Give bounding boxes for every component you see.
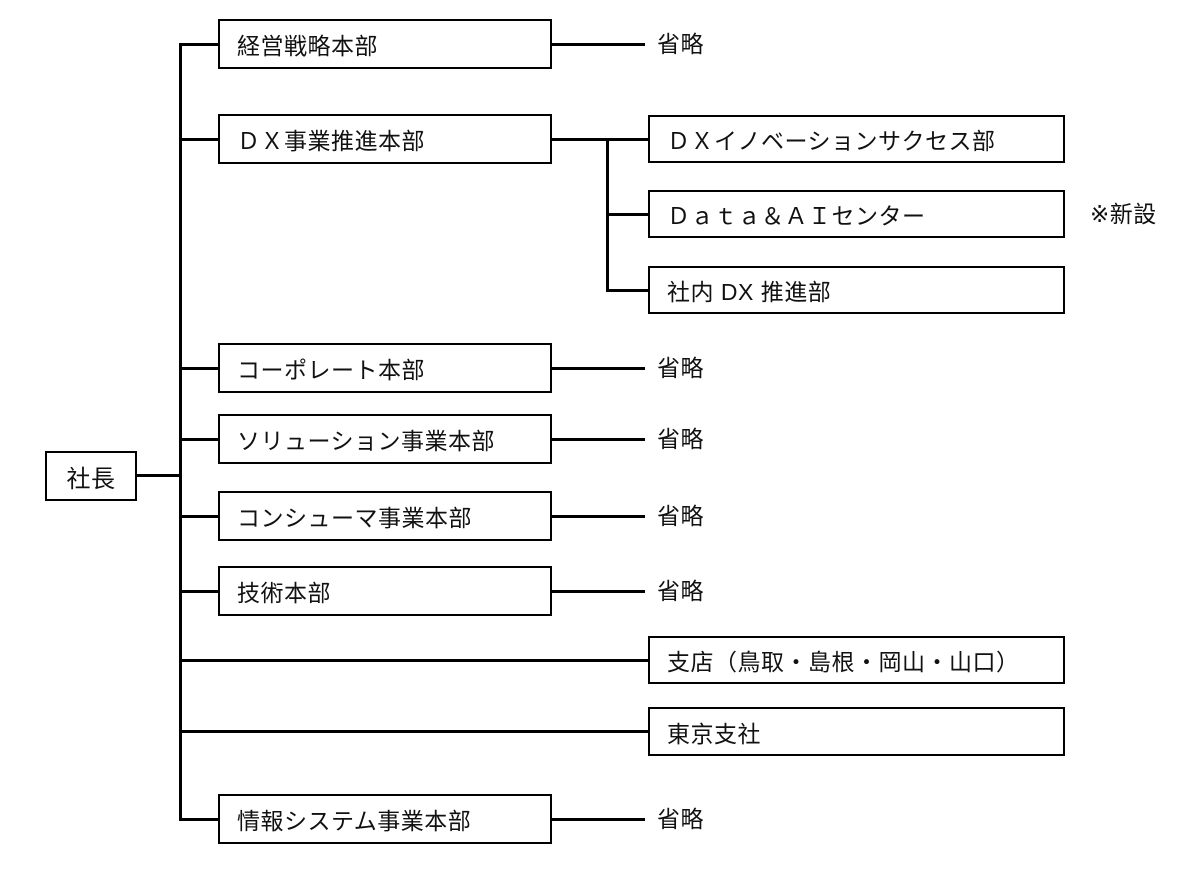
omitted-label-corporate: 省略 bbox=[657, 355, 704, 381]
node-management-strategy-division: 経営戦略本部 bbox=[218, 19, 552, 69]
node-info-systems-division: 情報システム事業本部 bbox=[218, 794, 552, 844]
connector-technology-omitted bbox=[552, 590, 645, 593]
connector-trunk-to-tokyo bbox=[179, 730, 648, 733]
connector-corporate-omitted bbox=[552, 367, 645, 370]
connector-president-to-trunk bbox=[137, 474, 181, 477]
connector-stub-consumer bbox=[179, 515, 218, 518]
connector-stub-dx-business bbox=[179, 138, 218, 141]
node-solution-business-label: ソリューション事業本部 bbox=[237, 428, 496, 454]
connector-dx-to-innovation bbox=[552, 138, 648, 141]
node-president-label: 社長 bbox=[66, 465, 116, 493]
omitted-label-solution: 省略 bbox=[657, 426, 704, 452]
connector-stub-solution bbox=[179, 438, 218, 441]
connector-stub-management-strategy bbox=[179, 43, 218, 46]
omitted-label-info-systems: 省略 bbox=[657, 806, 704, 832]
node-corporate-label: コーポレート本部 bbox=[237, 357, 425, 383]
new-establishment-annotation: ※新設 bbox=[1090, 201, 1157, 227]
omitted-label-consumer: 省略 bbox=[657, 503, 704, 529]
node-branches-label: 支店（鳥取・島根・岡山・山口） bbox=[667, 649, 1020, 675]
node-technology-division: 技術本部 bbox=[218, 566, 552, 616]
omitted-label-management-strategy: 省略 bbox=[657, 31, 704, 57]
connector-stub-info-systems bbox=[179, 818, 218, 821]
connector-management-strategy-omitted bbox=[552, 43, 645, 46]
omitted-label-technology: 省略 bbox=[657, 578, 704, 604]
node-dx-business-promotion-division: ＤＸ事業推進本部 bbox=[218, 114, 552, 164]
connector-consumer-omitted bbox=[552, 515, 645, 518]
node-internal-dx-promotion-dept: 社内 DX 推進部 bbox=[648, 266, 1065, 314]
node-dx-innovation-success-dept: ＤＸイノベーションサクセス部 bbox=[648, 115, 1065, 163]
connector-main-trunk bbox=[179, 43, 182, 820]
connector-info-systems-omitted bbox=[552, 818, 645, 821]
node-branches: 支店（鳥取・島根・岡山・山口） bbox=[648, 636, 1065, 684]
node-info-systems-label: 情報システム事業本部 bbox=[237, 808, 472, 834]
node-data-ai-center: Ｄａｔａ＆ＡＩセンター bbox=[648, 190, 1065, 238]
connector-trunk-to-branches bbox=[179, 659, 648, 662]
connector-stub-technology bbox=[179, 590, 218, 593]
node-consumer-business-label: コンシューマ事業本部 bbox=[237, 505, 472, 531]
node-solution-business-division: ソリューション事業本部 bbox=[218, 414, 552, 464]
node-dx-business-promotion-label: ＤＸ事業推進本部 bbox=[237, 128, 425, 154]
node-technology-label: 技術本部 bbox=[237, 580, 331, 606]
connector-stub-corporate bbox=[179, 367, 218, 370]
node-management-strategy-label: 経営戦略本部 bbox=[237, 33, 378, 59]
node-internal-dx-promotion-label: 社内 DX 推進部 bbox=[667, 279, 832, 305]
node-tokyo-branch-office: 東京支社 bbox=[648, 707, 1065, 756]
node-consumer-business-division: コンシューマ事業本部 bbox=[218, 491, 552, 541]
node-dx-innovation-success-label: ＤＸイノベーションサクセス部 bbox=[667, 128, 996, 154]
connector-dx-to-internal-dx bbox=[606, 289, 648, 292]
node-corporate-division: コーポレート本部 bbox=[218, 343, 552, 393]
node-president: 社長 bbox=[45, 451, 137, 501]
connector-solution-omitted bbox=[552, 438, 645, 441]
node-tokyo-branch-office-label: 東京支社 bbox=[667, 720, 761, 747]
connector-dx-to-data-ai bbox=[606, 213, 648, 216]
node-data-ai-center-label: Ｄａｔａ＆ＡＩセンター bbox=[667, 203, 926, 229]
